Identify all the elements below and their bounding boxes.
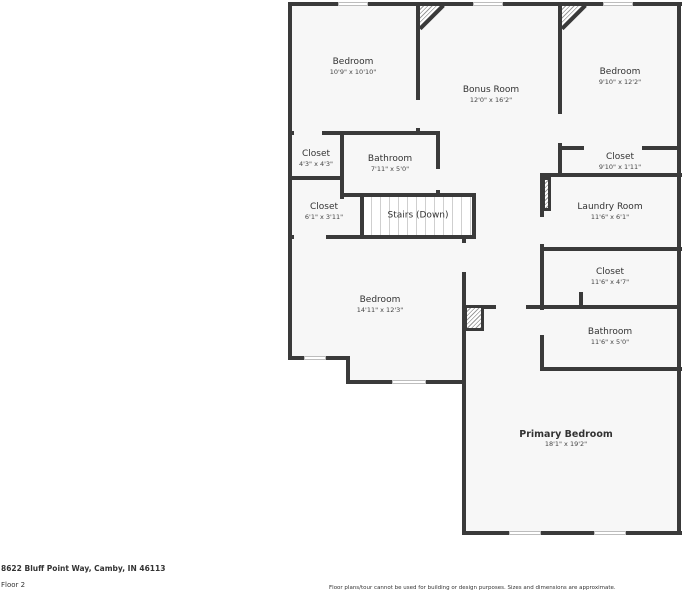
room-closet-2: Closet 9'10" x 1'11" [599, 152, 641, 172]
shelving-hatch [542, 177, 551, 211]
room-laundry: Laundry Room 11'6" x 6'1" [577, 202, 642, 222]
room-closet-3: Closet 6'1" x 3'11" [305, 202, 343, 222]
window [594, 531, 626, 535]
wall [558, 143, 562, 177]
room-bathroom-2: Bathroom 11'6" x 5'0" [588, 327, 632, 347]
room-name: Laundry Room [577, 202, 643, 212]
room-bedroom-1: Bedroom 10'9" x 10'10" [330, 57, 376, 77]
window [603, 2, 633, 6]
room-name: Closet [595, 267, 625, 277]
room-dimensions: 10'9" x 10'10" [329, 68, 377, 76]
wall [540, 367, 682, 371]
wall [462, 305, 466, 535]
wall [288, 176, 344, 180]
address-text: 8622 Bluff Point Way, Camby, IN 46113 [1, 564, 166, 573]
room-primary-bedroom: Primary Bedroom 18'1" x 19'2" [519, 429, 613, 449]
wall [340, 131, 344, 199]
room-name: Closet [301, 149, 331, 159]
room-bedroom-2: Bedroom 9'10" x 12'2" [599, 67, 641, 87]
room-dimensions: 9'10" x 12'2" [598, 78, 642, 86]
room-dimensions: 11'6" x 4'7" [590, 278, 630, 286]
wall [322, 131, 440, 135]
room-stairs: Stairs (Down) [387, 211, 448, 222]
wall [360, 193, 364, 239]
wall [472, 193, 476, 239]
room-bathroom-1: Bathroom 7'11" x 5'0" [368, 154, 412, 174]
wall [462, 531, 682, 535]
wall [288, 131, 294, 135]
room-dimensions: 9'10" x 1'11" [598, 163, 642, 171]
wall [326, 235, 476, 239]
wall [579, 292, 583, 308]
wall [288, 2, 292, 360]
room-closet-4: Closet 11'6" x 4'7" [591, 267, 629, 287]
disclaimer-text: Floor plans/tour cannot be used for buil… [329, 585, 616, 591]
room-dimensions: 11'6" x 6'1" [590, 213, 630, 221]
wall [346, 356, 350, 384]
wall [540, 173, 682, 177]
wall [416, 128, 420, 132]
room-name: Closet [309, 202, 339, 212]
room-name: Bedroom [599, 67, 641, 77]
room-dimensions: 6'1" x 3'11" [304, 213, 344, 221]
room-name: Primary Bedroom [519, 429, 613, 440]
floor-label: Floor 2 [1, 581, 26, 589]
wall [436, 131, 440, 169]
room-name: Closet [605, 152, 635, 162]
wall [558, 2, 562, 114]
room-dimensions: 11'6" x 5'0" [590, 338, 630, 346]
window [509, 531, 541, 535]
wall [540, 335, 544, 371]
window [338, 2, 368, 6]
wall [436, 190, 440, 194]
window [304, 356, 326, 360]
room-bonus-room: Bonus Room 12'0" x 16'2" [463, 85, 519, 105]
room-closet-1: Closet 4'3" x 4'3" [299, 149, 333, 169]
closet-hatch [464, 305, 484, 331]
room-name: Bedroom [359, 295, 401, 305]
room-dimensions: 4'3" x 4'3" [298, 160, 334, 168]
room-name: Stairs (Down) [387, 210, 449, 221]
wall [677, 2, 681, 535]
floor-area [348, 356, 464, 382]
wall [540, 244, 544, 310]
wall [558, 146, 584, 150]
window [473, 2, 503, 6]
wall [642, 146, 680, 150]
room-dimensions: 7'11" x 5'0" [370, 165, 410, 173]
room-dimensions: 12'0" x 16'2" [469, 96, 513, 104]
stairs-treads [363, 197, 473, 235]
room-name: Bedroom [332, 57, 374, 67]
window [392, 380, 426, 384]
room-dimensions: 18'1" x 19'2" [544, 440, 588, 448]
room-name: Bonus Room [462, 85, 520, 95]
floor-area [464, 356, 680, 532]
floor-area [290, 4, 680, 356]
wall [340, 193, 476, 197]
wall [526, 305, 680, 309]
room-name: Bathroom [587, 327, 633, 337]
room-dimensions: 14'11" x 12'3" [356, 306, 404, 314]
room-name: Bathroom [367, 154, 413, 164]
wall [462, 235, 466, 243]
wall [462, 272, 466, 312]
wall [416, 2, 420, 100]
wall [288, 235, 294, 239]
wall [540, 247, 682, 251]
room-bedroom-3: Bedroom 14'11" x 12'3" [357, 295, 403, 315]
